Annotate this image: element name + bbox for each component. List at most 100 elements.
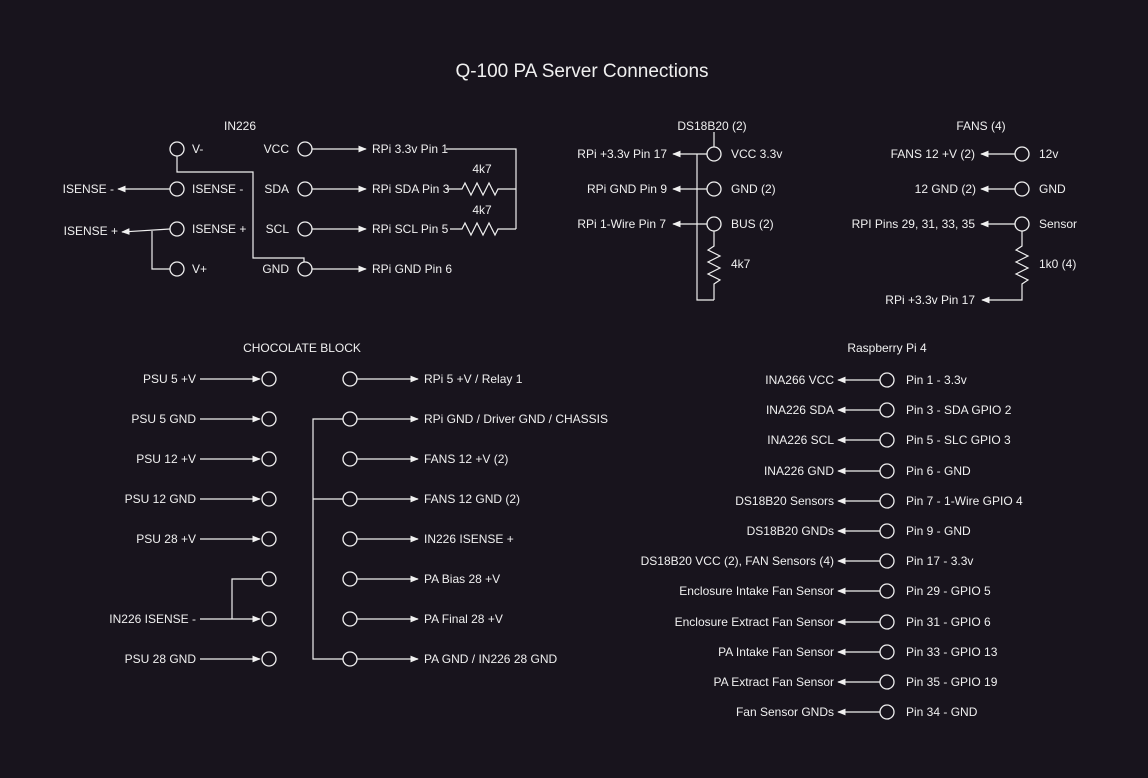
diagram-title: Q-100 PA Server Connections — [455, 61, 708, 82]
rpi-destination-label: PA Intake Fan Sensor — [718, 645, 834, 659]
rpi-destination-label: INA226 GND — [764, 464, 834, 478]
ds-rpi-gnd-label: RPi GND Pin 9 — [587, 182, 667, 196]
choc-output-label: PA Bias 28 +V — [424, 572, 500, 586]
isense-plus-pin-label: ISENSE + — [192, 222, 246, 236]
isense-minus-pin-label: ISENSE - — [192, 182, 243, 196]
rpi-destination-label: DS18B20 VCC (2), FAN Sensors (4) — [641, 554, 834, 568]
choc-input-terminal — [261, 531, 277, 547]
isense-minus-pin — [169, 181, 185, 197]
gnd-label: GND — [262, 262, 289, 276]
rpi-pin-label: Pin 3 - SDA GPIO 2 — [906, 403, 1012, 417]
v-plus-pin — [169, 261, 185, 277]
choc-output-label: RPi GND / Driver GND / CHASSIS — [424, 412, 608, 426]
fans-gnd-label: GND — [1039, 182, 1066, 196]
rpi-destination-label: DS18B20 Sensors — [735, 494, 834, 508]
fans-gnd-pin — [1014, 181, 1030, 197]
ds-gnd-label: GND (2) — [731, 182, 776, 196]
scl-pullup-resistor — [450, 221, 516, 237]
choc-output-label: RPi 5 +V / Relay 1 — [424, 372, 523, 386]
choc-isense-bridge-wire — [231, 578, 262, 619]
ds-gnd-pin — [706, 181, 722, 197]
fans-resistor-label: 1k0 (4) — [1039, 257, 1076, 271]
rpi-destination-label: INA266 VCC — [765, 373, 834, 387]
choc-input-label: PSU 5 +V — [143, 372, 196, 386]
sda-label: SDA — [264, 182, 289, 196]
fans-v12-pin — [1014, 146, 1030, 162]
choc-output-label: PA Final 28 +V — [424, 612, 503, 626]
rpi-pin-terminal — [879, 614, 895, 630]
fans-section: FANS (4) 12v GND Sensor FANS 12 +V (2) 1… — [852, 119, 1077, 307]
choc-input-label: PSU 12 +V — [136, 452, 196, 466]
fans-v12-label: 12v — [1039, 147, 1058, 161]
rpi-destination-label: PA Extract Fan Sensor — [714, 675, 835, 689]
choc-output-terminal — [342, 371, 358, 387]
raspberry-pi-section: Raspberry Pi 4 Pin 1 - 3.3v INA266 VCC Pin… — [641, 341, 1023, 720]
choc-input-label: PSU 28 +V — [136, 532, 196, 546]
ds-rpi-vcc-label: RPi +3.3v Pin 17 — [577, 147, 667, 161]
in226-label: IN226 — [224, 119, 256, 133]
rpi-pin3-label: RPi SDA Pin 3 — [372, 182, 450, 196]
choc-output-label: FANS 12 GND (2) — [424, 492, 520, 506]
sda-resistor-label: 4k7 — [472, 162, 492, 176]
isense-plus-pin — [169, 221, 185, 237]
rpi-destination-label: INA226 SDA — [766, 403, 834, 417]
choc-output-label: IN226 ISENSE + — [424, 532, 514, 546]
rpi-destination-label: Fan Sensor GNDs — [736, 705, 834, 719]
choc-output-terminal — [342, 491, 358, 507]
choc-output-terminal — [342, 451, 358, 467]
choc-input-terminal — [261, 491, 277, 507]
rpi-pin-label: Pin 1 - 3.3v — [906, 373, 967, 387]
choc-input-terminal — [261, 651, 277, 667]
gnd-pin — [297, 261, 313, 277]
sda-pullup-resistor — [446, 181, 516, 197]
rpi-pin-terminal — [879, 432, 895, 448]
rpi-destination-label: Enclosure Extract Fan Sensor — [675, 615, 834, 629]
choc-output-terminal — [342, 411, 358, 427]
choc-input-label: PSU 5 GND — [131, 412, 196, 426]
rpi-pin-label: Pin 31 - GPIO 6 — [906, 615, 991, 629]
rpi-pin-terminal — [879, 674, 895, 690]
fans-sensor-label: Sensor — [1039, 217, 1077, 231]
rpi-pin-terminal — [879, 372, 895, 388]
rpi-pin-label: Pin 17 - 3.3v — [906, 554, 973, 568]
fans-label: FANS (4) — [956, 119, 1005, 133]
raspberry-pi-label: Raspberry Pi 4 — [847, 341, 927, 355]
isense-plus-to-vplus-wire — [151, 231, 170, 270]
choc-gnd-bus-wire — [312, 418, 343, 660]
fans-sensor-pin — [1014, 216, 1030, 232]
isense-plus-arrow — [121, 228, 171, 235]
rpi-pin-label: Pin 7 - 1-Wire GPIO 4 — [906, 494, 1023, 508]
scl-resistor-label: 4k7 — [472, 203, 492, 217]
rpi-pin1-label: RPi 3.3v Pin 1 — [372, 142, 448, 156]
choc-output-terminal — [342, 611, 358, 627]
ds-pullup-resistor — [706, 231, 722, 300]
rpi-pin-terminal — [879, 583, 895, 599]
fans-pullup-wire — [981, 231, 1030, 304]
rpi-pin-terminal — [879, 402, 895, 418]
choc-output-terminal — [342, 571, 358, 587]
isense-minus-ext-label: ISENSE - — [63, 182, 114, 196]
ds-resistor-label: 4k7 — [731, 257, 751, 271]
choc-input-terminal — [261, 571, 277, 587]
sda-pin — [297, 181, 313, 197]
rpi-pin-terminal — [879, 644, 895, 660]
ds18b20-section: DS18B20 (2) VCC 3.3v GND (2) BUS (2) RPi… — [577, 119, 782, 301]
scl-label: SCL — [266, 222, 290, 236]
choc-input-terminal — [261, 611, 277, 627]
ds18b20-label: DS18B20 (2) — [677, 119, 746, 133]
choc-input-terminal — [261, 371, 277, 387]
rpi-pin-label: Pin 5 - SLC GPIO 3 — [906, 433, 1011, 447]
choc-input-label: IN226 ISENSE - — [109, 612, 196, 626]
ds-loop-wire — [696, 154, 714, 301]
rpi-pin-terminal — [879, 523, 895, 539]
isense-plus-ext-label: ISENSE + — [64, 224, 118, 238]
choc-output-label: FANS 12 +V (2) — [424, 452, 508, 466]
v-minus-label: V- — [192, 142, 203, 156]
pullup-rail-wire — [446, 148, 517, 229]
fans-out-sensor-label: RPI Pins 29, 31, 33, 35 — [852, 217, 976, 231]
choc-output-label: PA GND / IN226 28 GND — [424, 652, 557, 666]
v-minus-to-gnd-wire — [176, 156, 305, 262]
rpi-pin-label: Pin 29 - GPIO 5 — [906, 584, 991, 598]
